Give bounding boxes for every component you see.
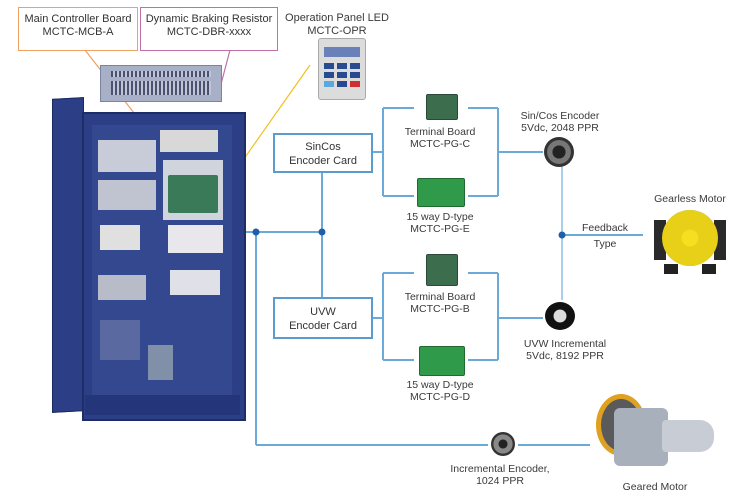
geared-motor-label: Geared Motor xyxy=(622,481,688,493)
geared-motor-image xyxy=(592,392,722,472)
operation-panel-label: Operation Panel LED MCTC-OPR xyxy=(285,12,389,37)
dtype-pg-e-image xyxy=(417,178,465,207)
feedback-type-label: Feedback Type xyxy=(581,222,629,250)
junction-node xyxy=(318,228,326,236)
gearless-motor-image xyxy=(650,208,730,278)
dtype-pg-d-image xyxy=(419,346,465,376)
sincos-encoder-image xyxy=(544,137,574,167)
callout-title: Dynamic Braking Resistor xyxy=(145,13,273,25)
callout-title: Main Controller Board xyxy=(24,13,132,25)
dtype-pg-e-label: 15 way D-type MCTC-PG-E xyxy=(406,211,474,235)
terminal-board-pg-c-label: Terminal Board MCTC-PG-C xyxy=(404,126,476,150)
junction-node xyxy=(558,231,566,239)
incremental-encoder-image xyxy=(491,432,515,456)
operation-panel-image xyxy=(318,38,366,100)
uvw-encoder-image xyxy=(545,302,575,330)
uvw-encoder-card: UVW Encoder Card xyxy=(273,297,373,339)
incremental-encoder-label: Incremental Encoder, 1024 PPR xyxy=(450,463,550,487)
terminal-board-pg-b-label: Terminal Board MCTC-PG-B xyxy=(404,291,476,315)
sincos-encoder-card: SinCos Encoder Card xyxy=(273,133,373,173)
braking-resistor-image xyxy=(100,65,222,102)
callout-model: MCTC-MCB-A xyxy=(42,26,114,38)
main-controller-callout: Main Controller Board MCTC-MCB-A xyxy=(18,7,138,51)
uvw-encoder-label: UVW Incremental 5Vdc, 8192 PPR xyxy=(523,338,607,362)
terminal-board-pg-c-image xyxy=(426,94,458,120)
gearless-motor-label: Gearless Motor xyxy=(654,193,726,205)
junction-node xyxy=(252,228,260,236)
sincos-encoder-label: Sin/Cos Encoder 5Vdc, 2048 PPR xyxy=(520,110,600,134)
callout-model: MCTC-DBR-xxxx xyxy=(166,26,252,38)
braking-resistor-callout: Dynamic Braking Resistor MCTC-DBR-xxxx xyxy=(140,7,278,51)
dtype-pg-d-label: 15 way D-type MCTC-PG-D xyxy=(406,379,474,403)
terminal-board-pg-b-image xyxy=(426,254,458,286)
